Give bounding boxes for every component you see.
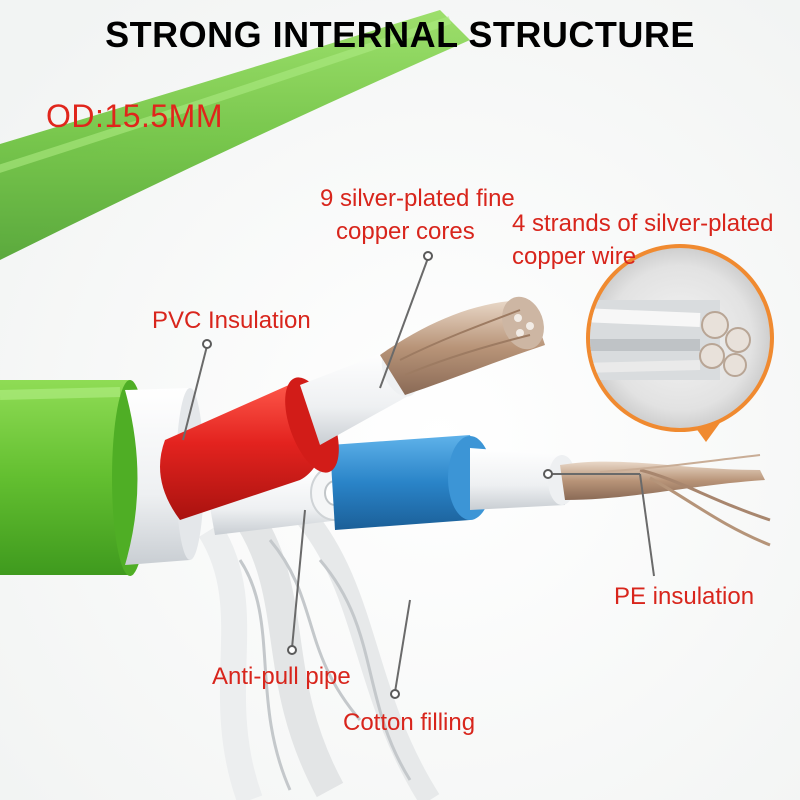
- callout-anti-pull-pipe: Anti-pull pipe: [212, 663, 351, 690]
- outer-diameter-label: OD:15.5MM: [46, 98, 223, 134]
- callout-pvc-insulation: PVC Insulation: [152, 307, 311, 334]
- callout-silver-plated-cores: 9 silver-plated fine copper cores: [320, 182, 515, 248]
- page-title: STRONG INTERNAL STRUCTURE: [105, 14, 695, 55]
- callout-silver-plated-cores-line-1: 9 silver-plated fine: [320, 185, 515, 212]
- blue-core: [330, 435, 771, 547]
- leader-lines: [182, 257, 655, 693]
- cotton-filling-strands: [198, 502, 440, 800]
- outer-jacket: [0, 380, 204, 576]
- callout-silver-plated-wire-line-1: 4 strands of silver-plated: [512, 210, 774, 237]
- inset-magnified-strands: [586, 244, 774, 442]
- callout-pe-insulation: PE insulation: [614, 583, 755, 610]
- callout-cotton-filling: Cotton filling: [343, 709, 476, 736]
- callout-silver-plated-cores-line-2: copper cores: [336, 218, 475, 245]
- callout-silver-plated-wire: 4 strands of silver-plated copper wire: [512, 207, 773, 273]
- callout-silver-plated-wire-line-2: copper wire: [512, 243, 637, 270]
- leader-dots: [202, 251, 553, 699]
- background-cable: [0, 10, 470, 261]
